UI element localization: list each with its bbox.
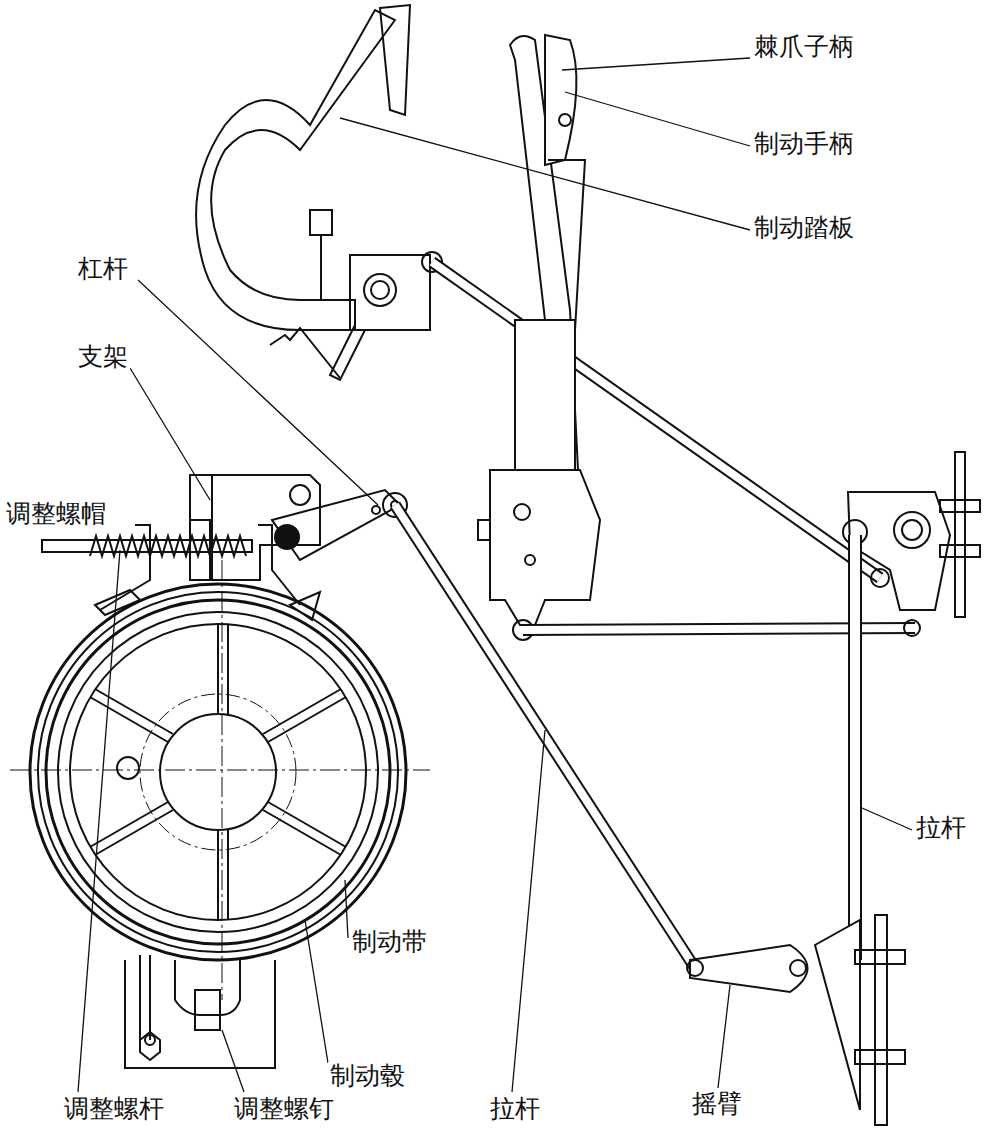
part-label: 调整螺钉 — [232, 1095, 336, 1123]
part-label: 制动踏板 — [752, 214, 856, 242]
part-label: 调整螺杆 — [62, 1095, 166, 1123]
part-label: 杠杆 — [76, 255, 130, 283]
part-label: 支架 — [76, 343, 130, 371]
part-label: 制动手柄 — [752, 130, 856, 158]
part-label: 制动带 — [350, 928, 429, 956]
part-label: 调整螺帽 — [4, 500, 108, 528]
part-label: 摇臂 — [690, 1090, 744, 1118]
part-label: 拉杆 — [488, 1095, 542, 1123]
part-label: 制动毂 — [328, 1062, 407, 1090]
part-label: 棘爪子柄 — [752, 33, 856, 61]
part-label: 拉杆 — [914, 814, 968, 842]
